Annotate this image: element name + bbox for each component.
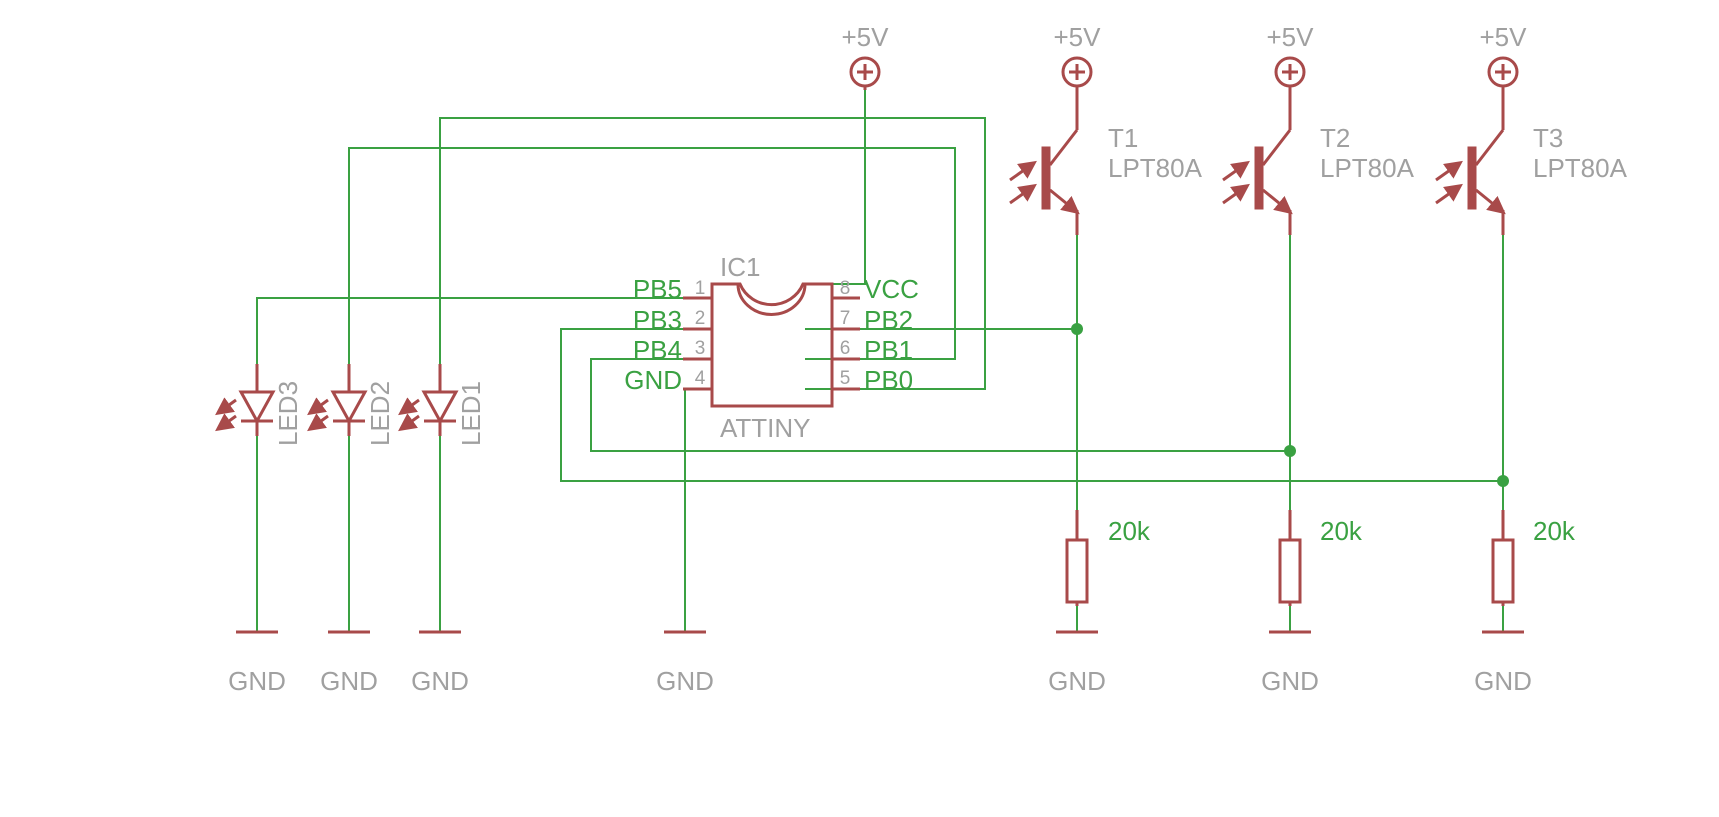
resistors <box>1065 510 1515 606</box>
led2 <box>307 364 368 436</box>
junction-t3 <box>1497 475 1509 487</box>
ic-pin-num-7: 7 <box>840 308 851 329</box>
ic-value: ATTINY <box>720 413 811 443</box>
ic-pin-num-2: 2 <box>695 308 706 329</box>
ic-pin-name-3: PB4 <box>633 335 682 365</box>
r1-value: 20k <box>1108 516 1151 546</box>
ic-pin-num-6: 6 <box>840 338 851 359</box>
junction-t1 <box>1071 323 1083 335</box>
wire-pb1-led2 <box>348 147 956 364</box>
wire-pb4-t2 <box>590 358 1290 452</box>
transistor-t2 <box>1222 129 1293 235</box>
gnd-label-led3: GND <box>228 666 286 696</box>
t3-value: LPT80A <box>1533 153 1628 183</box>
supply-symbols <box>849 56 1519 130</box>
transistor-t1 <box>1009 129 1080 235</box>
led1-label: LED1 <box>456 381 486 446</box>
gnd-label-ic: GND <box>656 666 714 696</box>
ic-pin-name-8: VCC <box>864 274 919 304</box>
ic-pin-num-8: 8 <box>840 278 851 299</box>
gnd-label-t2: GND <box>1261 666 1319 696</box>
transistor-t3 <box>1435 129 1506 235</box>
resistor-r3 <box>1491 538 1515 604</box>
ic-pin-num-4: 4 <box>695 368 706 389</box>
ic-pin-name-7: PB2 <box>864 305 913 335</box>
led2-label: LED2 <box>365 381 395 446</box>
supply-t2 <box>1274 56 1306 130</box>
supply-label-t1: +5V <box>1054 22 1102 52</box>
t2-name: T2 <box>1320 123 1350 153</box>
wires <box>256 88 1504 632</box>
ic-pin-num-1: 1 <box>695 278 706 299</box>
supply-label-t3: +5V <box>1480 22 1528 52</box>
t1-value: LPT80A <box>1108 153 1203 183</box>
ic-pin-name-6: PB1 <box>864 335 913 365</box>
supply-label-ic: +5V <box>842 22 890 52</box>
r3-value: 20k <box>1533 516 1576 546</box>
supply-ic <box>849 56 881 90</box>
ic-name: IC1 <box>720 252 760 282</box>
gnd-label-led2: GND <box>320 666 378 696</box>
t2-value: LPT80A <box>1320 153 1415 183</box>
gnd-label-led1: GND <box>411 666 469 696</box>
gnd-label-t3: GND <box>1474 666 1532 696</box>
supply-t3 <box>1487 56 1519 130</box>
led3 <box>215 364 276 436</box>
ic-pin-name-1: PB5 <box>633 274 682 304</box>
wire-pb3-t3 <box>560 328 1503 482</box>
supply-t1 <box>1061 56 1093 130</box>
t3-name: T3 <box>1533 123 1563 153</box>
ic-pin-num-5: 5 <box>840 368 851 389</box>
ic1-symbol <box>683 282 860 408</box>
wire-pb0-led1 <box>439 117 986 390</box>
junction-t2 <box>1284 445 1296 457</box>
wire-pb5-led3 <box>256 297 712 364</box>
led1 <box>398 364 459 436</box>
t1-name: T1 <box>1108 123 1138 153</box>
supply-label-t2: +5V <box>1267 22 1315 52</box>
r2-value: 20k <box>1320 516 1363 546</box>
led3-label: LED3 <box>273 381 303 446</box>
ic-pin-name-2: PB3 <box>633 305 682 335</box>
wire-ic-gnd <box>684 388 712 632</box>
resistor-r1 <box>1065 538 1089 604</box>
resistor-r2 <box>1278 538 1302 604</box>
ic-pin-name-4: GND <box>624 365 682 395</box>
gnd-label-t1: GND <box>1048 666 1106 696</box>
junctions <box>1071 323 1509 487</box>
ic-pin-num-3: 3 <box>695 338 706 359</box>
ic-pin-name-5: PB0 <box>864 365 913 395</box>
